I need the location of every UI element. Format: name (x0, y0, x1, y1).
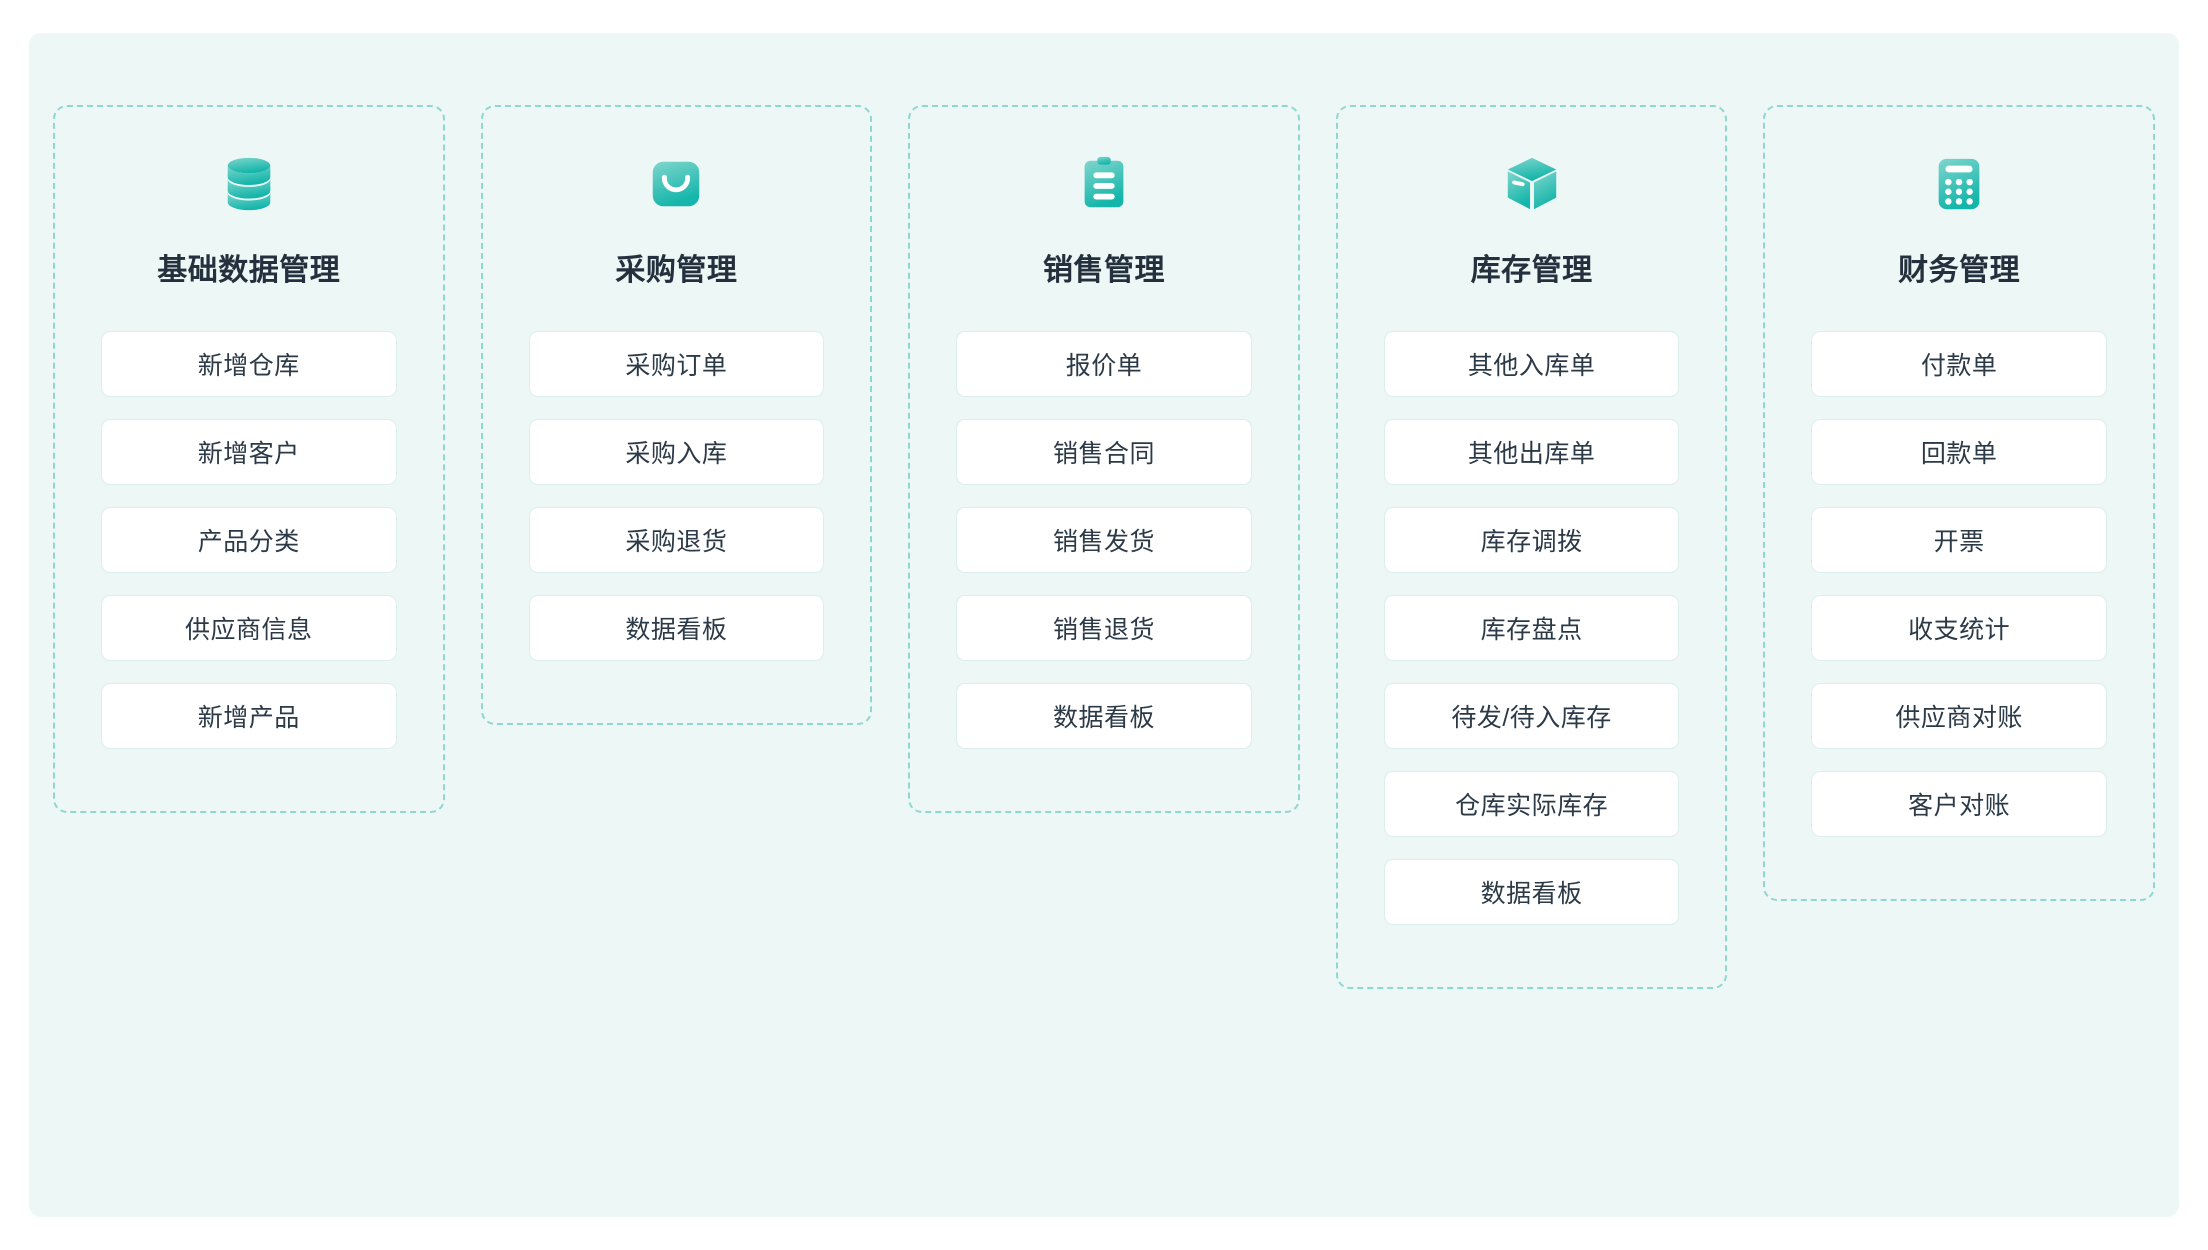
module-card: 基础数据管理新增仓库新增客户产品分类供应商信息新增产品 (53, 105, 445, 813)
module-item-button[interactable]: 库存调拨 (1383, 507, 1680, 573)
module-item-button[interactable]: 产品分类 (101, 507, 397, 573)
module-item-button[interactable]: 付款单 (1811, 331, 2107, 397)
shopping-bag-icon (653, 161, 700, 207)
module-item-button[interactable]: 采购订单 (528, 331, 825, 397)
module-item-button[interactable]: 供应商对账 (1811, 683, 2107, 749)
module-item-button[interactable]: 销售合同 (956, 419, 1252, 485)
module-item-button[interactable]: 其他出库单 (1383, 419, 1680, 485)
database-icon (227, 157, 271, 211)
module-item-list: 报价单销售合同销售发货销售退货数据看板 (956, 331, 1252, 749)
module-item-button[interactable]: 采购入库 (528, 419, 825, 485)
module-item-list: 付款单回款单开票收支统计供应商对账客户对账 (1811, 331, 2107, 837)
module-item-button[interactable]: 客户对账 (1811, 771, 2107, 837)
erp-module-map-panel: 基础数据管理新增仓库新增客户产品分类供应商信息新增产品采购管理采购订单采购入库采… (29, 33, 2179, 1217)
module-item-button[interactable]: 数据看板 (956, 683, 1252, 749)
module-title: 库存管理 (1470, 254, 1593, 287)
module-title: 销售管理 (1042, 254, 1165, 287)
module-title: 基础数据管理 (157, 254, 341, 287)
module-item-button[interactable]: 新增产品 (101, 683, 397, 749)
module-item-button[interactable]: 数据看板 (1383, 859, 1680, 925)
module-item-button[interactable]: 销售发货 (956, 507, 1252, 573)
box-icon (1507, 157, 1556, 210)
module-item-button[interactable]: 新增客户 (101, 419, 397, 485)
module-columns: 基础数据管理新增仓库新增客户产品分类供应商信息新增产品采购管理采购订单采购入库采… (29, 33, 2179, 1217)
module-card: 库存管理其他入库单其他出库单库存调拨库存盘点待发/待入库存仓库实际库存数据看板 (1335, 105, 1728, 989)
module-item-button[interactable]: 销售退货 (956, 595, 1252, 661)
calculator-icon (1938, 158, 1980, 210)
module-title: 财务管理 (1898, 254, 2021, 287)
module-title: 采购管理 (615, 254, 738, 287)
module-item-button[interactable]: 库存盘点 (1383, 595, 1680, 661)
module-item-button[interactable]: 新增仓库 (101, 331, 397, 397)
clipboard-icon (1084, 156, 1124, 208)
module-item-button[interactable]: 供应商信息 (101, 595, 397, 661)
module-item-button[interactable]: 其他入库单 (1383, 331, 1680, 397)
module-item-button[interactable]: 收支统计 (1811, 595, 2107, 661)
module-item-list: 采购订单采购入库采购退货数据看板 (528, 331, 825, 661)
module-item-button[interactable]: 仓库实际库存 (1383, 771, 1680, 837)
module-item-button[interactable]: 采购退货 (528, 507, 825, 573)
module-card: 销售管理报价单销售合同销售发货销售退货数据看板 (908, 105, 1300, 813)
module-item-button[interactable]: 报价单 (956, 331, 1252, 397)
module-item-button[interactable]: 回款单 (1811, 419, 2107, 485)
module-card: 采购管理采购订单采购入库采购退货数据看板 (480, 105, 873, 725)
module-card: 财务管理付款单回款单开票收支统计供应商对账客户对账 (1763, 105, 2155, 901)
module-item-button[interactable]: 数据看板 (528, 595, 825, 661)
module-item-list: 新增仓库新增客户产品分类供应商信息新增产品 (101, 331, 397, 749)
module-item-list: 其他入库单其他出库单库存调拨库存盘点待发/待入库存仓库实际库存数据看板 (1383, 331, 1680, 925)
module-item-button[interactable]: 待发/待入库存 (1383, 683, 1680, 749)
module-item-button[interactable]: 开票 (1811, 507, 2107, 573)
